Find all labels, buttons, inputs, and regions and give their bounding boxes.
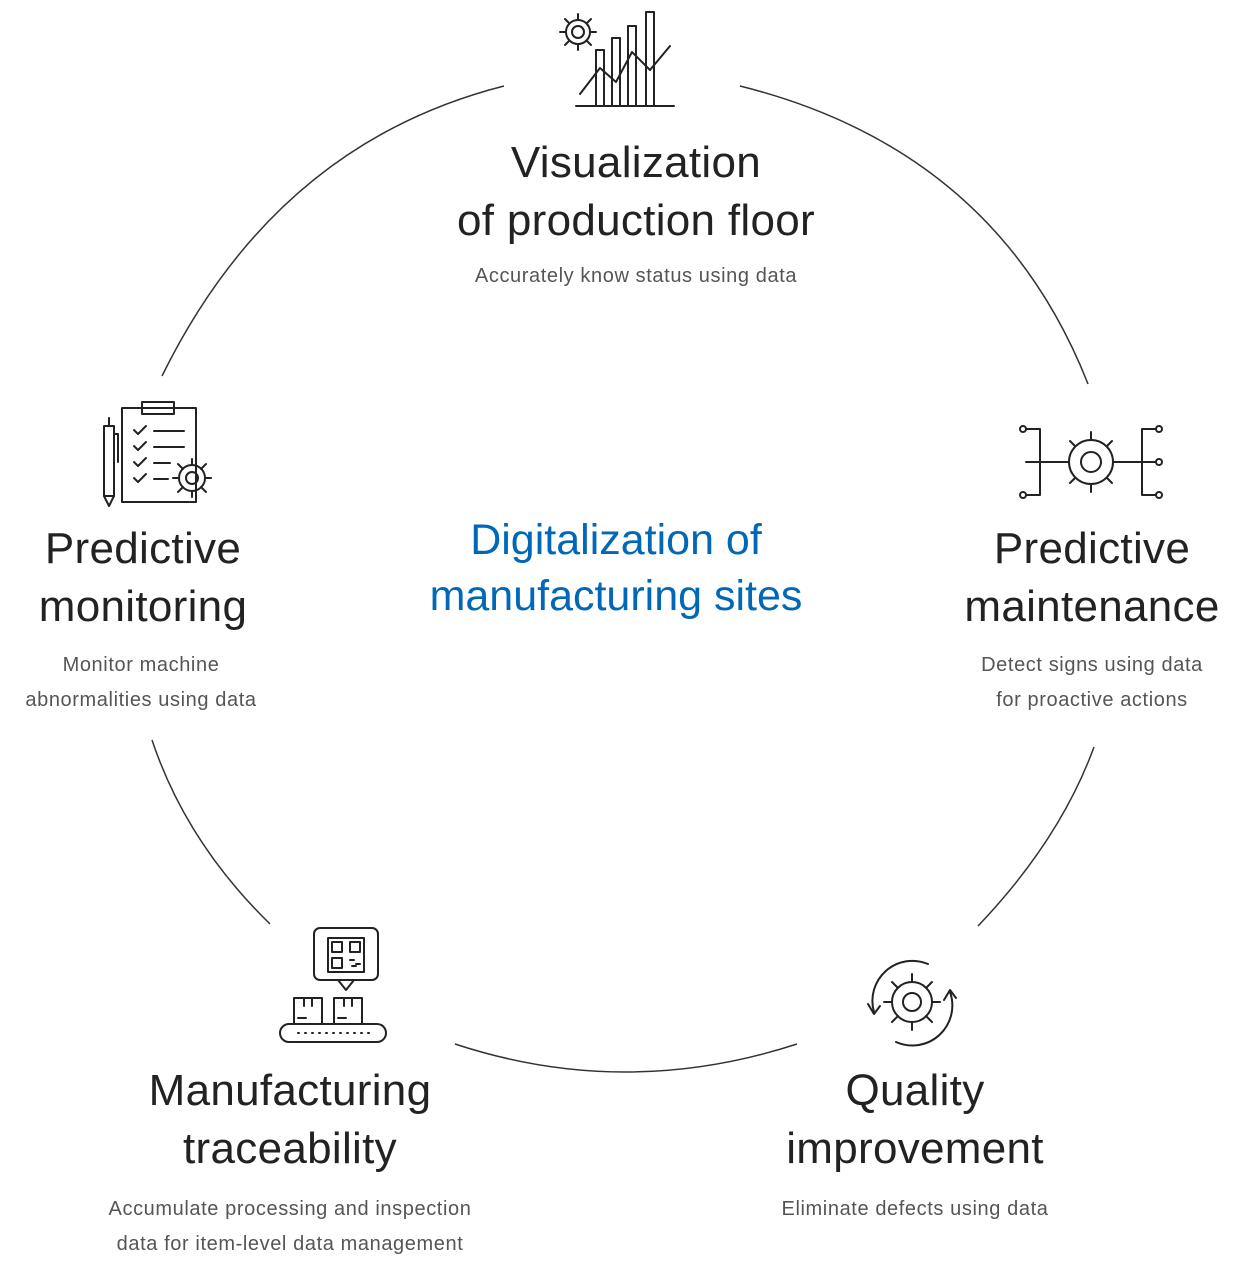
predictive-monitoring-title-line-2: monitoring xyxy=(38,582,248,631)
visualization-title: Visualization of production floor xyxy=(420,134,852,250)
arc-right xyxy=(977,746,1095,927)
predictive-monitoring-description-line-2: abnormalities using data xyxy=(25,689,257,711)
predictive-maintenance-description: Detect signs using data for proactive ac… xyxy=(954,648,1230,718)
predictive-maintenance-description-line-1: Detect signs using data xyxy=(981,654,1203,676)
center-title-line-1: Digitalization of xyxy=(470,516,762,564)
predictive-maintenance-title-line-1: Predictive xyxy=(993,524,1191,573)
visualization-title-line-1: Visualization xyxy=(510,138,762,187)
predictive-monitoring-description-line-1: Monitor machine xyxy=(62,654,220,676)
predictive-maintenance-title: Predictive maintenance xyxy=(952,520,1232,636)
manufacturing-traceability-description-line-2: data for item-level data management xyxy=(116,1233,464,1255)
predictive-monitoring-title-line-1: Predictive xyxy=(44,524,242,573)
qr-conveyor-icon xyxy=(279,927,387,1043)
visualization-description: Accurately know status using data xyxy=(420,259,852,294)
arc-left xyxy=(151,739,271,925)
manufacturing-traceability-description-line-1: Accumulate processing and inspection xyxy=(108,1198,472,1220)
arc-top-left xyxy=(161,85,505,377)
visualization-description-line-1: Accurately know status using data xyxy=(474,265,798,287)
arc-top-right xyxy=(739,85,1089,385)
center-title: Digitalization of manufacturing sites xyxy=(388,512,844,624)
predictive-monitoring-description: Monitor machine abnormalities using data xyxy=(0,648,282,718)
manufacturing-traceability-title: Manufacturing traceability xyxy=(100,1062,480,1178)
manufacturing-traceability-title-line-1: Manufacturing xyxy=(148,1066,432,1115)
visualization-title-line-2: of production floor xyxy=(457,196,815,245)
arc-bottom xyxy=(454,1043,798,1073)
quality-improvement-title-line-1: Quality xyxy=(845,1066,985,1115)
gear-circuit-icon xyxy=(1019,425,1163,499)
center-title-line-2: manufacturing sites xyxy=(429,572,803,620)
predictive-maintenance-title-line-2: maintenance xyxy=(964,582,1220,631)
quality-improvement-title-line-2: improvement xyxy=(786,1124,1044,1173)
manufacturing-traceability-description: Accumulate processing and inspection dat… xyxy=(60,1192,520,1262)
predictive-maintenance-description-line-2: for proactive actions xyxy=(996,689,1188,711)
quality-improvement-title: Quality improvement xyxy=(760,1062,1070,1178)
gear-bar-chart-icon xyxy=(559,11,675,107)
clipboard-checklist-gear-icon xyxy=(103,401,212,507)
quality-improvement-description-line-1: Eliminate defects using data xyxy=(781,1198,1049,1220)
gear-cycle-icon xyxy=(867,959,957,1047)
predictive-monitoring-title: Predictive monitoring xyxy=(10,520,276,636)
manufacturing-traceability-title-line-2: traceability xyxy=(183,1124,397,1173)
quality-improvement-description: Eliminate defects using data xyxy=(740,1192,1090,1227)
